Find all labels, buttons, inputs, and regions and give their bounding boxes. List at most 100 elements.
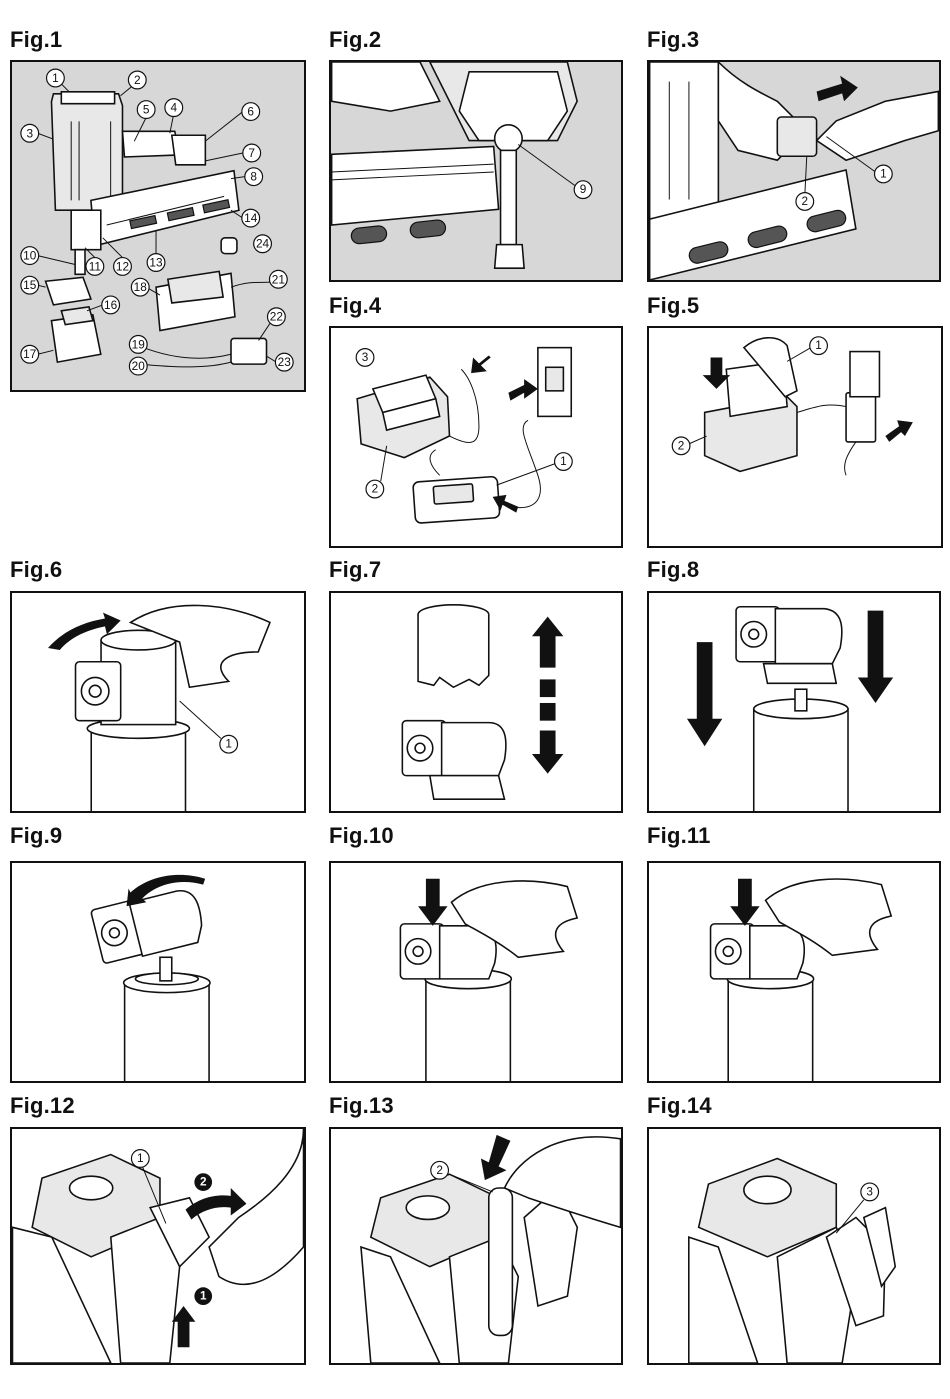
fig3-title: Fig.3 (647, 27, 700, 52)
fig3-callout-2 (795, 192, 815, 211)
fig6-callout-1 (219, 734, 239, 754)
fig14-title: Fig.14 (647, 1093, 712, 1118)
fig9-panel (10, 861, 306, 1083)
fig1-callout-4 (164, 98, 184, 118)
fig1-callout-21-label: 21 (272, 272, 285, 286)
fig1-callout-11-label: 11 (89, 259, 101, 273)
fig5-callout-2-label: 2 (678, 439, 685, 452)
fig1-callout-10 (20, 246, 40, 266)
fig1-callout-20 (128, 356, 148, 376)
fig2-panel: 9 (329, 60, 623, 282)
fig2-title: Fig.2 (329, 27, 382, 52)
fig1-callout-15 (20, 275, 40, 295)
fig14-callout-3 (860, 1182, 880, 1202)
fig5-panel: 1 2 (647, 326, 943, 548)
fig5-title: Fig.5 (647, 293, 700, 318)
fig4-callout-2 (365, 479, 385, 499)
fig8-title: Fig.8 (647, 557, 700, 582)
fig10-title: Fig.10 (329, 823, 394, 848)
fig1-callout-6 (241, 102, 261, 122)
fig12-step-1 (194, 1287, 213, 1305)
fig13-callout-2 (430, 1160, 450, 1180)
fig1-callout-21 (268, 269, 288, 289)
fig1-callout-18-label: 18 (134, 280, 148, 294)
fig1-callout-13-label: 13 (149, 255, 163, 269)
fig1-callout-17-label: 17 (23, 347, 36, 361)
fig1-callout-19 (128, 334, 148, 354)
fig13-insert-fuel-cell-illustration: 2 (360, 1134, 621, 1363)
fig12-callout-1 (130, 1149, 150, 1168)
fig4-callout-1-label: 1 (560, 455, 567, 468)
fig1-callout-10-label: 10 (23, 249, 37, 263)
fig12-open-cover-illustration: 1 2 1 (12, 1129, 304, 1363)
fig1-title: Fig.1 (10, 27, 63, 52)
fig1-nailer-illustration: 1 2 3 4 5 6 7 8 10 11 12 13 14 15 16 17 … (20, 68, 294, 376)
fig1-callout-16-label: 16 (104, 298, 118, 312)
fig6-title: Fig.6 (10, 557, 63, 582)
fig10-press-cap-illustration (399, 878, 579, 1081)
fig1-callout-22 (266, 307, 286, 327)
fig12-step-2-label: 2 (200, 1176, 207, 1189)
fig11-press-cap-illustration (709, 878, 893, 1081)
fig14-closed-cover-illustration: 3 (688, 1157, 897, 1363)
fig4-callout-2-label: 2 (372, 483, 379, 496)
fig8-cap-attach-illustration (686, 605, 894, 811)
fig4-callout-1 (553, 452, 573, 471)
fig12-panel: 1 2 1 (10, 1127, 306, 1365)
fig12-step-1-label: 1 (200, 1290, 207, 1303)
fig14-panel: 3 (647, 1127, 941, 1365)
fig1-callout-13 (146, 253, 166, 272)
fig1-callout-20-label: 20 (132, 359, 146, 373)
fig4-callout-3-label: 3 (362, 351, 369, 364)
fig1-callout-3-label: 3 (26, 126, 33, 140)
fig9-cap-tilt-illustration (90, 874, 211, 1081)
fig11-panel (647, 861, 941, 1083)
fig1-callout-15-label: 15 (23, 278, 37, 292)
fig12-callout-1-label: 1 (137, 1152, 144, 1165)
fig7-title: Fig.7 (329, 557, 382, 582)
fig8-panel (647, 591, 941, 813)
fig5-callout-2 (671, 436, 691, 456)
fig1-callout-24-label: 24 (256, 237, 270, 251)
fig13-title: Fig.13 (329, 1093, 394, 1118)
fig5-callout-1 (809, 336, 828, 356)
fig3-panel: 1 2 (647, 60, 941, 282)
fig1-callout-8 (244, 167, 264, 187)
fig9-title: Fig.9 (10, 823, 63, 848)
fig1-callout-12 (113, 256, 132, 276)
fig1-callout-3 (20, 123, 40, 143)
fig6-panel: 1 (10, 591, 306, 813)
fig11-title: Fig.11 (647, 823, 711, 848)
fig12-title: Fig.12 (10, 1093, 75, 1118)
fig3-adjuster-illustration: 1 2 (649, 62, 939, 280)
fig1-callout-14 (241, 208, 261, 228)
fig1-callout-14-label: 14 (244, 211, 258, 225)
fig1-callout-1 (45, 68, 65, 88)
fig1-callout-11 (85, 256, 105, 276)
fig3-callout-1-label: 1 (880, 167, 887, 180)
fig5-callout-1-label: 1 (815, 339, 822, 352)
fig5-battery-charging-illustration: 1 2 (671, 336, 913, 476)
fig1-callout-6-label: 6 (247, 105, 254, 119)
fig4-title: Fig.4 (329, 293, 382, 318)
fig3-callout-2-label: 2 (802, 195, 809, 208)
fig1-callout-5-label: 5 (143, 103, 150, 117)
fig1-panel: 1 2 3 4 5 6 7 8 10 11 12 13 14 15 16 17 … (10, 60, 306, 392)
fig6-callout-1-label: 1 (225, 738, 232, 751)
fig3-callout-1 (873, 164, 893, 184)
fig1-callout-16 (101, 295, 121, 315)
fig1-callout-5 (136, 100, 156, 120)
fig10-panel (329, 861, 623, 1083)
fig1-callout-24 (253, 234, 273, 254)
fig12-step-2 (194, 1173, 213, 1191)
fig1-callout-17 (20, 344, 40, 364)
fig4-charger-connection-illustration: 3 2 1 (355, 346, 573, 524)
fig1-callout-22-label: 22 (270, 310, 283, 324)
fig2-callout-9 (573, 180, 593, 200)
fig2-nosepiece-illustration: 9 (331, 62, 593, 270)
fig7-panel (329, 591, 623, 813)
fig1-callout-1-label: 1 (52, 71, 59, 85)
fig1-callout-8-label: 8 (250, 170, 257, 184)
fig13-callout-2-label: 2 (436, 1164, 443, 1177)
fig1-callout-7-label: 7 (248, 146, 255, 160)
